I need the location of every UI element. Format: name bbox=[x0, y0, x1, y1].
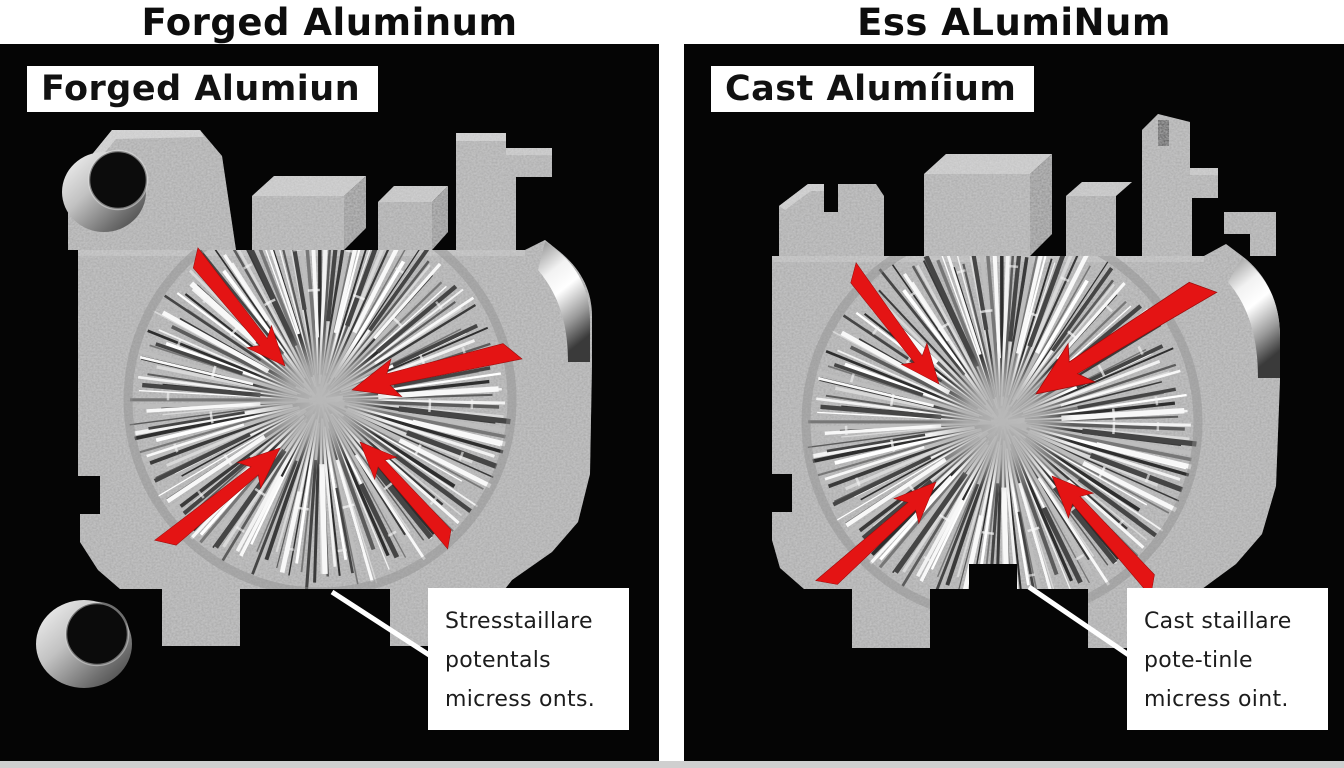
raised-block bbox=[378, 202, 432, 250]
chrome-edge bbox=[538, 242, 590, 362]
cast-part-body bbox=[772, 114, 1280, 648]
block-side-face bbox=[432, 186, 448, 250]
raised-block bbox=[252, 196, 344, 250]
hole-bore bbox=[66, 603, 128, 665]
callout-line: potentals bbox=[445, 648, 551, 673]
mounting-hole-top bbox=[62, 149, 149, 232]
forged-callout-box: Stresstaillare potentals micress onts. bbox=[428, 588, 629, 730]
block-side-face bbox=[1030, 154, 1052, 256]
callout-line: micress onts. bbox=[445, 687, 596, 712]
block-top-face bbox=[252, 176, 366, 196]
grain-boundary-arc bbox=[208, 288, 432, 512]
callout-leader-line bbox=[1027, 584, 1141, 665]
forged-part-illustration bbox=[36, 130, 592, 688]
hole-bore bbox=[89, 151, 147, 209]
forged-label-box: Forged Alumiun bbox=[27, 66, 379, 112]
hole-ring bbox=[87, 149, 149, 211]
tab-top-bevel bbox=[456, 133, 506, 141]
hook-tab bbox=[456, 133, 552, 250]
grain-center bbox=[250, 330, 390, 470]
cast-panel: Cast Alumíium Cast staillare pote-tinle … bbox=[684, 44, 1344, 762]
left-panel-title: Forged Aluminum bbox=[141, 1, 518, 44]
block-top-face bbox=[378, 186, 448, 202]
cast-label-box: Cast Alumíium bbox=[711, 66, 1035, 112]
hole-ring bbox=[64, 601, 130, 667]
block-side-face bbox=[344, 176, 366, 250]
tab-top-bevel bbox=[779, 184, 824, 210]
tab-top-bevel bbox=[506, 148, 552, 155]
raised-block bbox=[924, 174, 1030, 256]
callout-line: pote-tinle bbox=[1144, 648, 1253, 673]
block-top-face bbox=[924, 154, 1052, 174]
right-panel-title: Ess ALumiNum bbox=[857, 1, 1171, 44]
forged-label-text: Forged Alumiun bbox=[41, 69, 361, 109]
bottom-strip bbox=[0, 761, 1344, 768]
tab-top-bevel bbox=[1190, 168, 1218, 175]
l-hook-tab bbox=[1224, 212, 1276, 256]
stepped-tab bbox=[779, 184, 884, 256]
forged-panel: Forged Alumiun Stresstaillare potentals … bbox=[0, 44, 659, 762]
cast-callout-box: Cast staillare pote-tinle micress oint. bbox=[1127, 588, 1328, 730]
cast-label-text: Cast Alumíium bbox=[725, 69, 1017, 109]
callout-line: micress oint. bbox=[1144, 687, 1289, 712]
grain-boundary-arc bbox=[166, 246, 474, 554]
grain-boundary-arc bbox=[844, 264, 1160, 580]
callout-line: Cast staillare bbox=[1144, 609, 1292, 634]
tab-top-bevel bbox=[68, 130, 204, 190]
cast-part-illustration bbox=[772, 114, 1280, 665]
callout-line: Stresstaillare bbox=[445, 609, 593, 634]
callout-leader-line bbox=[330, 589, 442, 665]
chrome-edge bbox=[1228, 258, 1280, 378]
raised-block bbox=[1066, 196, 1116, 256]
mounting-hole-bottom bbox=[36, 600, 132, 688]
tab-notch bbox=[1158, 120, 1169, 146]
grain-boundary-arc bbox=[888, 308, 1116, 536]
grain-center bbox=[930, 350, 1074, 494]
hook-tab bbox=[1142, 114, 1218, 256]
block-top-face bbox=[1066, 182, 1132, 196]
